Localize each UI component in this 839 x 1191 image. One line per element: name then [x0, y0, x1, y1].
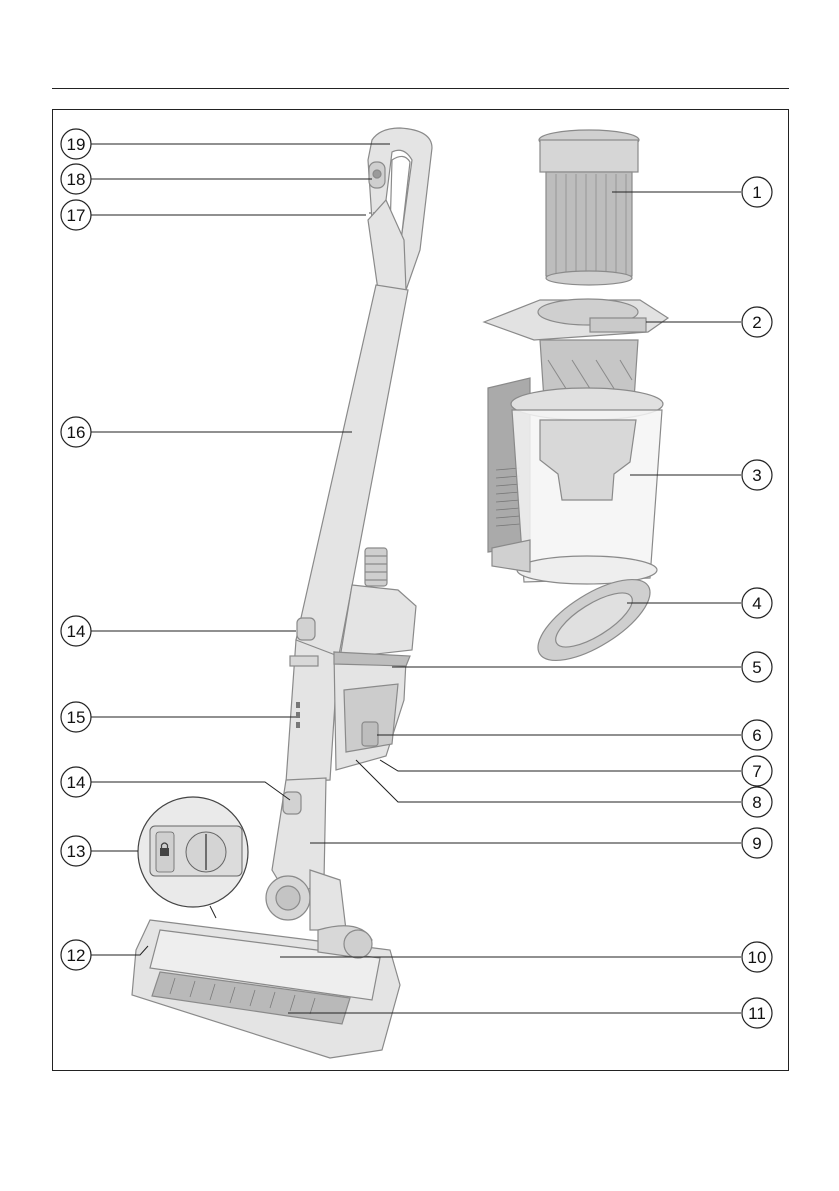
cyclone-grip: [590, 318, 646, 332]
callout-18: 18: [61, 164, 91, 194]
vacuum-illustration: [132, 128, 432, 1058]
svg-text:9: 9: [752, 834, 761, 853]
svg-text:15: 15: [67, 708, 86, 727]
filter-cap: [540, 140, 638, 172]
callout-5: 5: [742, 652, 772, 682]
bin-exploded-view: [484, 130, 668, 676]
magnifier-detail: [138, 797, 248, 918]
svg-text:19: 19: [67, 135, 86, 154]
callout-9: 9: [742, 828, 772, 858]
callout-3: 3: [742, 460, 772, 490]
filter-bottom: [546, 271, 632, 285]
bin-ring: [334, 652, 410, 666]
svg-text:12: 12: [67, 946, 86, 965]
filter-pleats: [546, 172, 632, 276]
svg-text:16: 16: [67, 423, 86, 442]
callout-14-upper: 14: [61, 616, 91, 646]
svg-text:6: 6: [752, 726, 761, 745]
neck: [310, 870, 346, 930]
magnifier-pointer: [210, 906, 216, 918]
connector-spring: [365, 548, 387, 586]
svg-text:14: 14: [67, 622, 86, 641]
callout-13: 13: [61, 836, 91, 866]
callout-7: 7: [742, 756, 772, 786]
battery-display: [296, 702, 300, 728]
callout-6: 6: [742, 720, 772, 750]
svg-text:3: 3: [752, 466, 761, 485]
svg-text:4: 4: [752, 594, 761, 613]
power-button-icon: [373, 170, 381, 178]
svg-text:5: 5: [752, 658, 761, 677]
svg-text:2: 2: [752, 313, 761, 332]
svg-text:14: 14: [67, 773, 86, 792]
callout-10: 10: [742, 942, 772, 972]
power-selector: [362, 722, 378, 746]
brand-strip: [290, 656, 318, 666]
floorhead-wheel: [344, 930, 372, 958]
upper-housing: [340, 585, 416, 658]
svg-text:8: 8: [752, 793, 761, 812]
svg-text:11: 11: [748, 1004, 766, 1023]
svg-text:1: 1: [752, 183, 761, 202]
svg-text:10: 10: [748, 948, 767, 967]
svg-text:7: 7: [752, 762, 761, 781]
release-button-lower: [283, 792, 301, 814]
svg-text:13: 13: [67, 842, 86, 861]
callout-2: 2: [742, 307, 772, 337]
svg-text:17: 17: [67, 206, 86, 225]
callout-16: 16: [61, 417, 91, 447]
callout-17: 17: [61, 200, 91, 230]
callout-11: 11: [742, 998, 772, 1028]
callout-14-lower: 14: [61, 767, 91, 797]
callout-15: 15: [61, 702, 91, 732]
callout-4: 4: [742, 588, 772, 618]
release-button-upper: [297, 618, 315, 640]
callout-19: 19: [61, 129, 91, 159]
svg-text:18: 18: [67, 170, 86, 189]
callout-1: 1: [742, 177, 772, 207]
callout-12: 12: [61, 940, 91, 970]
callout-8: 8: [742, 787, 772, 817]
floorhead-joint-inner: [276, 886, 300, 910]
